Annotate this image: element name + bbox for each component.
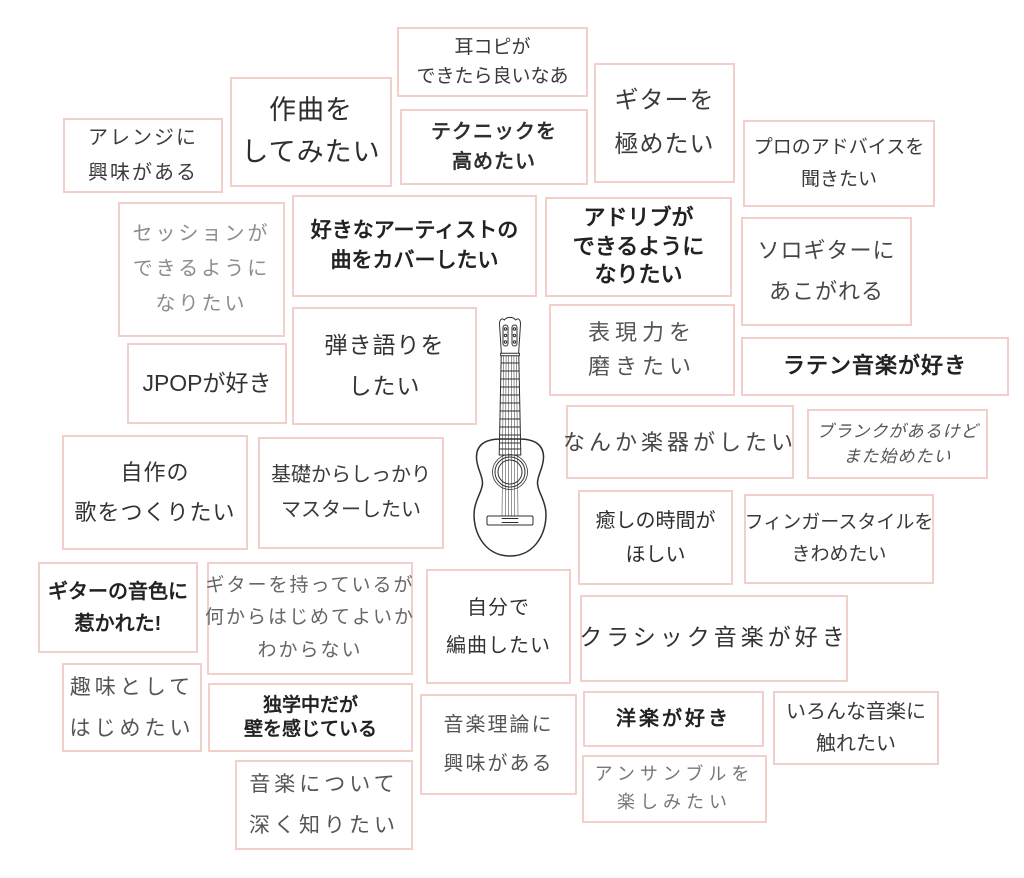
note-line: 音楽について	[249, 772, 399, 797]
note-technique: テクニックを高めたい	[400, 109, 588, 185]
note-motteiru: ギターを持っているが何からはじめてよいかわからない	[205, 562, 416, 675]
note-henkyoku: 自分で編曲したい	[426, 569, 571, 684]
note-latin: ラテン音楽が好き	[741, 337, 1009, 396]
note-nanka-gakki: なんか楽器がしたい	[563, 405, 798, 479]
note-pro-advice: プロのアドバイスを聞きたい	[743, 120, 935, 207]
note-yogaku: 洋楽が好き	[583, 691, 764, 747]
note-classic: クラシック音楽が好き	[579, 595, 849, 682]
note-neiro: ギターの音色に惹かれた!	[38, 562, 198, 653]
note-ensemble: アンサンブルを楽しみたい	[582, 755, 767, 823]
guitar-strings	[501, 355, 519, 517]
note-shumi: 趣味としてはじめたい	[62, 663, 202, 752]
note-line: 触れたい	[816, 733, 896, 755]
note-line: 高めたい	[452, 151, 536, 173]
note-line: なりたい	[594, 262, 683, 288]
note-line: 耳コピが	[454, 36, 531, 58]
note-line: できたら良いなあ	[416, 66, 569, 87]
note-line: 音楽理論に	[443, 713, 554, 736]
guitar-body	[473, 438, 547, 557]
note-hyogen: 表現力を磨きたい	[549, 304, 735, 396]
note-line: わからない	[257, 639, 363, 661]
note-line: 惹かれた!	[74, 612, 162, 635]
note-adlib: アドリブができるようになりたい	[545, 197, 732, 297]
note-line: 基礎からしっかり	[271, 464, 431, 486]
note-sakkyoku: 作曲をしてみたい	[230, 77, 392, 187]
note-line: テクニックを	[431, 121, 557, 143]
note-line: ソロギターに	[757, 237, 896, 263]
note-line: 何からはじめてよいか	[205, 607, 416, 629]
note-line: 癒しの時間が	[595, 509, 716, 532]
guitar-soundhole	[497, 459, 523, 485]
note-hikigatari: 弾き語りをしたい	[292, 307, 477, 425]
note-line: ブランクがあるけど	[816, 421, 979, 441]
note-line: また始めたい	[843, 447, 952, 466]
note-line: アレンジに	[88, 126, 198, 149]
note-line: 聞きたい	[800, 168, 877, 190]
note-iyashi: 癒しの時間がほしい	[578, 490, 733, 585]
note-line: 興味がある	[88, 161, 198, 184]
note-line: 趣味として	[69, 674, 195, 699]
guitar-bridge	[486, 515, 534, 526]
note-line: 自分で	[467, 596, 530, 619]
note-line: きわめたい	[791, 544, 887, 565]
note-line: ギターを	[614, 86, 715, 114]
note-line: 極めたい	[614, 131, 715, 158]
note-line: 独学中だが	[262, 694, 358, 716]
note-kiso: 基礎からしっかりマスターしたい	[258, 437, 444, 549]
note-line: 興味がある	[443, 752, 554, 775]
note-line: アドリブが	[583, 205, 694, 231]
note-line: ほしい	[625, 543, 686, 566]
note-mimicopy: 耳コピができたら良いなあ	[397, 27, 588, 97]
note-line: クラシック音楽が好き	[579, 625, 849, 651]
note-cover: 好きなアーティストの曲をカバーしたい	[292, 195, 537, 297]
note-line: JPOPが好き	[142, 370, 272, 397]
note-line: 壁を感じている	[243, 718, 377, 740]
note-line: いろんな音楽に	[786, 701, 926, 723]
note-line: なりたい	[155, 293, 248, 315]
note-line: 好きなアーティストの	[310, 218, 519, 242]
note-riron: 音楽理論に興味がある	[420, 694, 577, 795]
note-fingerstyle: フィンガースタイルをきわめたい	[744, 494, 934, 584]
note-jisaku: 自作の歌をつくりたい	[62, 435, 248, 550]
note-line: 歌をつくりたい	[74, 499, 236, 525]
note-ironna: いろんな音楽に触れたい	[773, 691, 939, 765]
note-line: 作曲を	[269, 95, 353, 126]
note-fukaku: 音楽について深く知りたい	[235, 760, 413, 850]
note-line: プロのアドバイスを	[753, 137, 925, 159]
note-blank: ブランクがあるけどまた始めたい	[807, 409, 988, 479]
note-line: 自作の	[120, 459, 190, 485]
note-line: なんか楽器がしたい	[563, 429, 798, 455]
note-line: してみたい	[241, 137, 381, 167]
note-line: できるように	[572, 233, 705, 259]
note-line: したい	[348, 373, 421, 399]
note-line: 曲をカバーしたい	[330, 249, 499, 272]
note-line: フィンガースタイルを	[744, 511, 934, 533]
note-line: できるように	[132, 258, 271, 280]
note-line: ギターの音色に	[48, 580, 188, 603]
note-line: 楽しみたい	[617, 792, 732, 812]
note-jpop: JPOPが好き	[127, 343, 287, 424]
note-line: 編曲したい	[446, 634, 551, 657]
note-line: マスターしたい	[281, 499, 421, 521]
note-session: セッションができるようになりたい	[118, 202, 285, 337]
note-line: 表現力を	[587, 319, 696, 345]
note-solo-guitar: ソロギターにあこがれる	[741, 217, 912, 326]
note-line: 磨きたい	[587, 354, 696, 379]
note-line: あこがれる	[768, 278, 884, 304]
note-arrange: アレンジに興味がある	[63, 118, 223, 193]
guitar-illustration	[473, 316, 547, 557]
note-line: 弾き語りを	[324, 331, 445, 358]
note-line: 深く知りたい	[249, 813, 399, 837]
guitar-headstock	[499, 316, 521, 356]
note-dokugaku: 独学中だが壁を感じている	[208, 683, 413, 752]
note-line: セッションが	[132, 223, 271, 245]
note-line: ラテン音楽が好き	[782, 353, 967, 379]
note-kiwametai: ギターを極めたい	[594, 63, 735, 183]
note-line: はじめたい	[69, 715, 195, 740]
note-line: アンサンブルを	[594, 764, 755, 785]
note-line: ギターを持っているが	[205, 575, 415, 597]
note-line: 洋楽が好き	[616, 708, 731, 730]
